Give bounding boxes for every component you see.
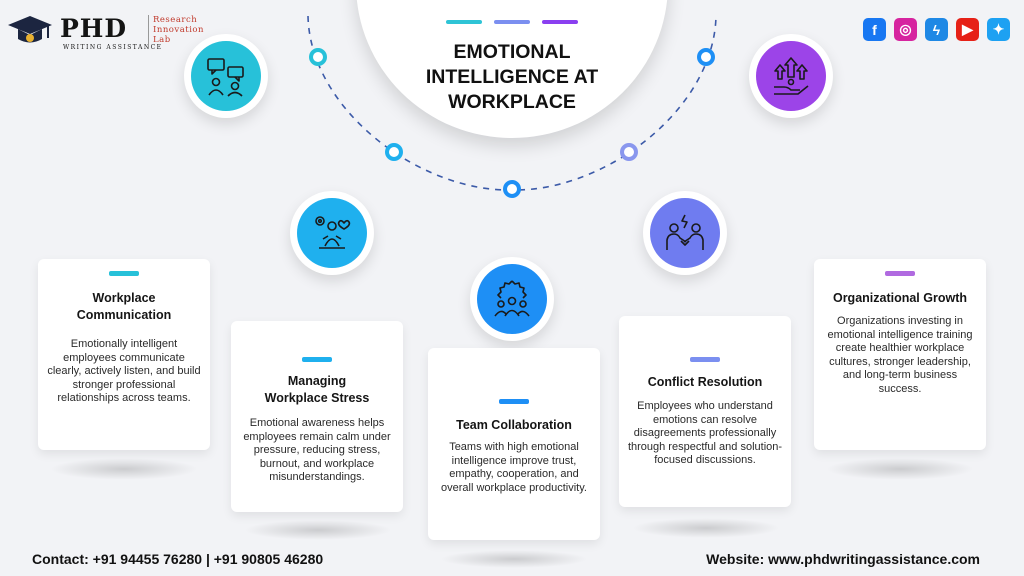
card-team-collaboration: Team Collaboration Teams with high emoti…: [428, 348, 600, 540]
website-link[interactable]: Website: www.phdwritingassistance.com: [706, 551, 980, 567]
card-title: Managing Workplace Stress: [264, 374, 370, 405]
card-body: Emotional awareness helps employees rema…: [243, 417, 391, 483]
card-accent-bar: [499, 399, 529, 404]
card-accent-bar: [690, 357, 720, 362]
messenger-icon[interactable]: ϟ: [925, 18, 948, 41]
card-accent-bar: [302, 357, 332, 362]
card-body: Organizations investing in emotional int…: [827, 315, 973, 395]
twitter-icon[interactable]: ✦: [987, 18, 1010, 41]
brand-name: PHD: [60, 14, 128, 43]
graduation-cap-icon: [8, 16, 52, 43]
team-collaboration-icon: [477, 264, 547, 334]
card-shadow: [244, 520, 392, 540]
icon-circle-stress: [290, 191, 374, 275]
card-title: Workplace Communication: [76, 291, 172, 322]
card-shadow: [50, 458, 198, 480]
youtube-icon[interactable]: ▶: [956, 18, 979, 41]
card-shadow: [632, 518, 780, 538]
accent-bar: [542, 20, 578, 24]
conflict-resolution-icon: [650, 198, 720, 268]
card-title: Organizational Growth: [832, 291, 968, 305]
card-accent-bar: [109, 271, 139, 276]
card-body: Emotionally intelligent employees commun…: [47, 338, 201, 404]
card-conflict-resolution: Conflict Resolution Employees who unders…: [619, 316, 791, 507]
arc-node: [309, 48, 715, 198]
social-links: f ◎ ϟ ▶ ✦: [863, 18, 1010, 41]
card-accent-bar: [885, 271, 915, 276]
organizational-growth-icon: [756, 41, 826, 111]
instagram-icon[interactable]: ◎: [894, 18, 917, 41]
card-organizational-growth: Organizational Growth Organizations inve…: [814, 259, 986, 450]
icon-circle-communication: [184, 34, 268, 118]
brand-subtitle: WRITING ASSISTANCE: [63, 44, 163, 51]
card-shadow: [440, 550, 588, 568]
card-managing-workplace-stress: Managing Workplace Stress Emotional awar…: [231, 321, 403, 512]
brand-divider: [148, 15, 149, 49]
brand-tagline: Research Innovation Lab: [153, 15, 205, 45]
stress-management-icon: [297, 198, 367, 268]
title-accent-bars: [446, 20, 578, 24]
facebook-icon[interactable]: f: [863, 18, 886, 41]
card-workplace-communication: Workplace Communication Emotionally inte…: [38, 259, 210, 450]
card-title: Conflict Resolution: [647, 375, 763, 389]
card-shadow: [826, 458, 974, 480]
icon-circle-collaboration: [470, 257, 554, 341]
icon-circle-conflict: [643, 191, 727, 275]
accent-bar: [446, 20, 482, 24]
icon-circle-growth: [749, 34, 833, 118]
card-body: Teams with high emotional intelligence i…: [441, 441, 587, 494]
page-title: EMOTIONAL INTELLIGENCE AT WORKPLACE: [425, 41, 599, 113]
card-title: Team Collaboration: [456, 418, 572, 432]
contact-info: Contact: +91 94455 76280 | +91 90805 462…: [32, 551, 324, 567]
card-body: Employees who understand emotions can re…: [627, 400, 783, 466]
accent-bar: [494, 20, 530, 24]
communication-icon: [191, 41, 261, 111]
brand-logo[interactable]: PHD WRITING ASSISTANCE Research Innovati…: [8, 12, 228, 54]
